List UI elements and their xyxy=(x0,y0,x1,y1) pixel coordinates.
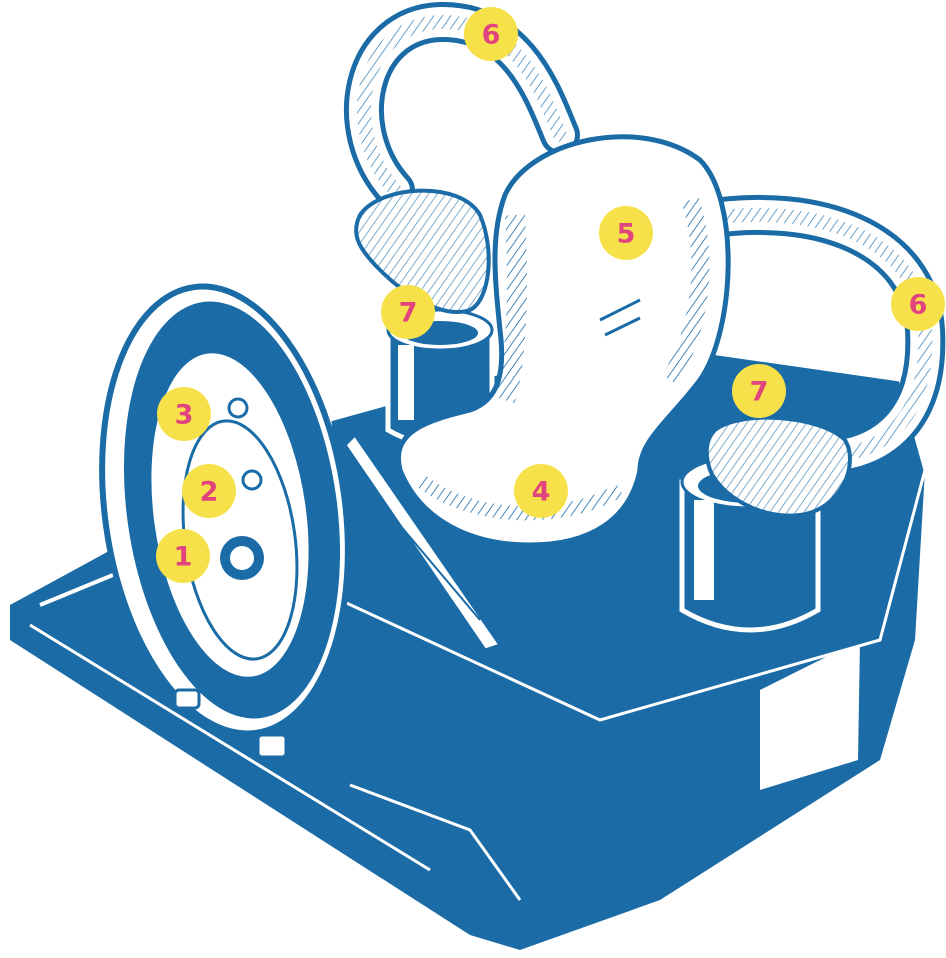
marker-m3: 3 xyxy=(157,387,211,441)
marker-m7b: 7 xyxy=(732,364,786,418)
marker-number: 6 xyxy=(482,20,501,51)
marker-number: 4 xyxy=(532,477,551,508)
marker-number: 1 xyxy=(174,542,193,573)
marker-number: 3 xyxy=(175,400,194,431)
marker-m5: 5 xyxy=(599,206,653,260)
marker-m2: 2 xyxy=(182,464,236,518)
marker-m6b: 6 xyxy=(891,277,945,331)
marker-number: 7 xyxy=(750,377,769,408)
marker-number: 6 xyxy=(909,290,928,321)
marker-m6a: 6 xyxy=(464,7,518,61)
marker-number: 2 xyxy=(200,477,219,508)
marker-m1: 1 xyxy=(156,529,210,583)
marker-number: 5 xyxy=(617,219,636,250)
marker-m7a: 7 xyxy=(381,285,435,339)
marker-number: 7 xyxy=(399,298,418,329)
marker-m4: 4 xyxy=(514,464,568,518)
